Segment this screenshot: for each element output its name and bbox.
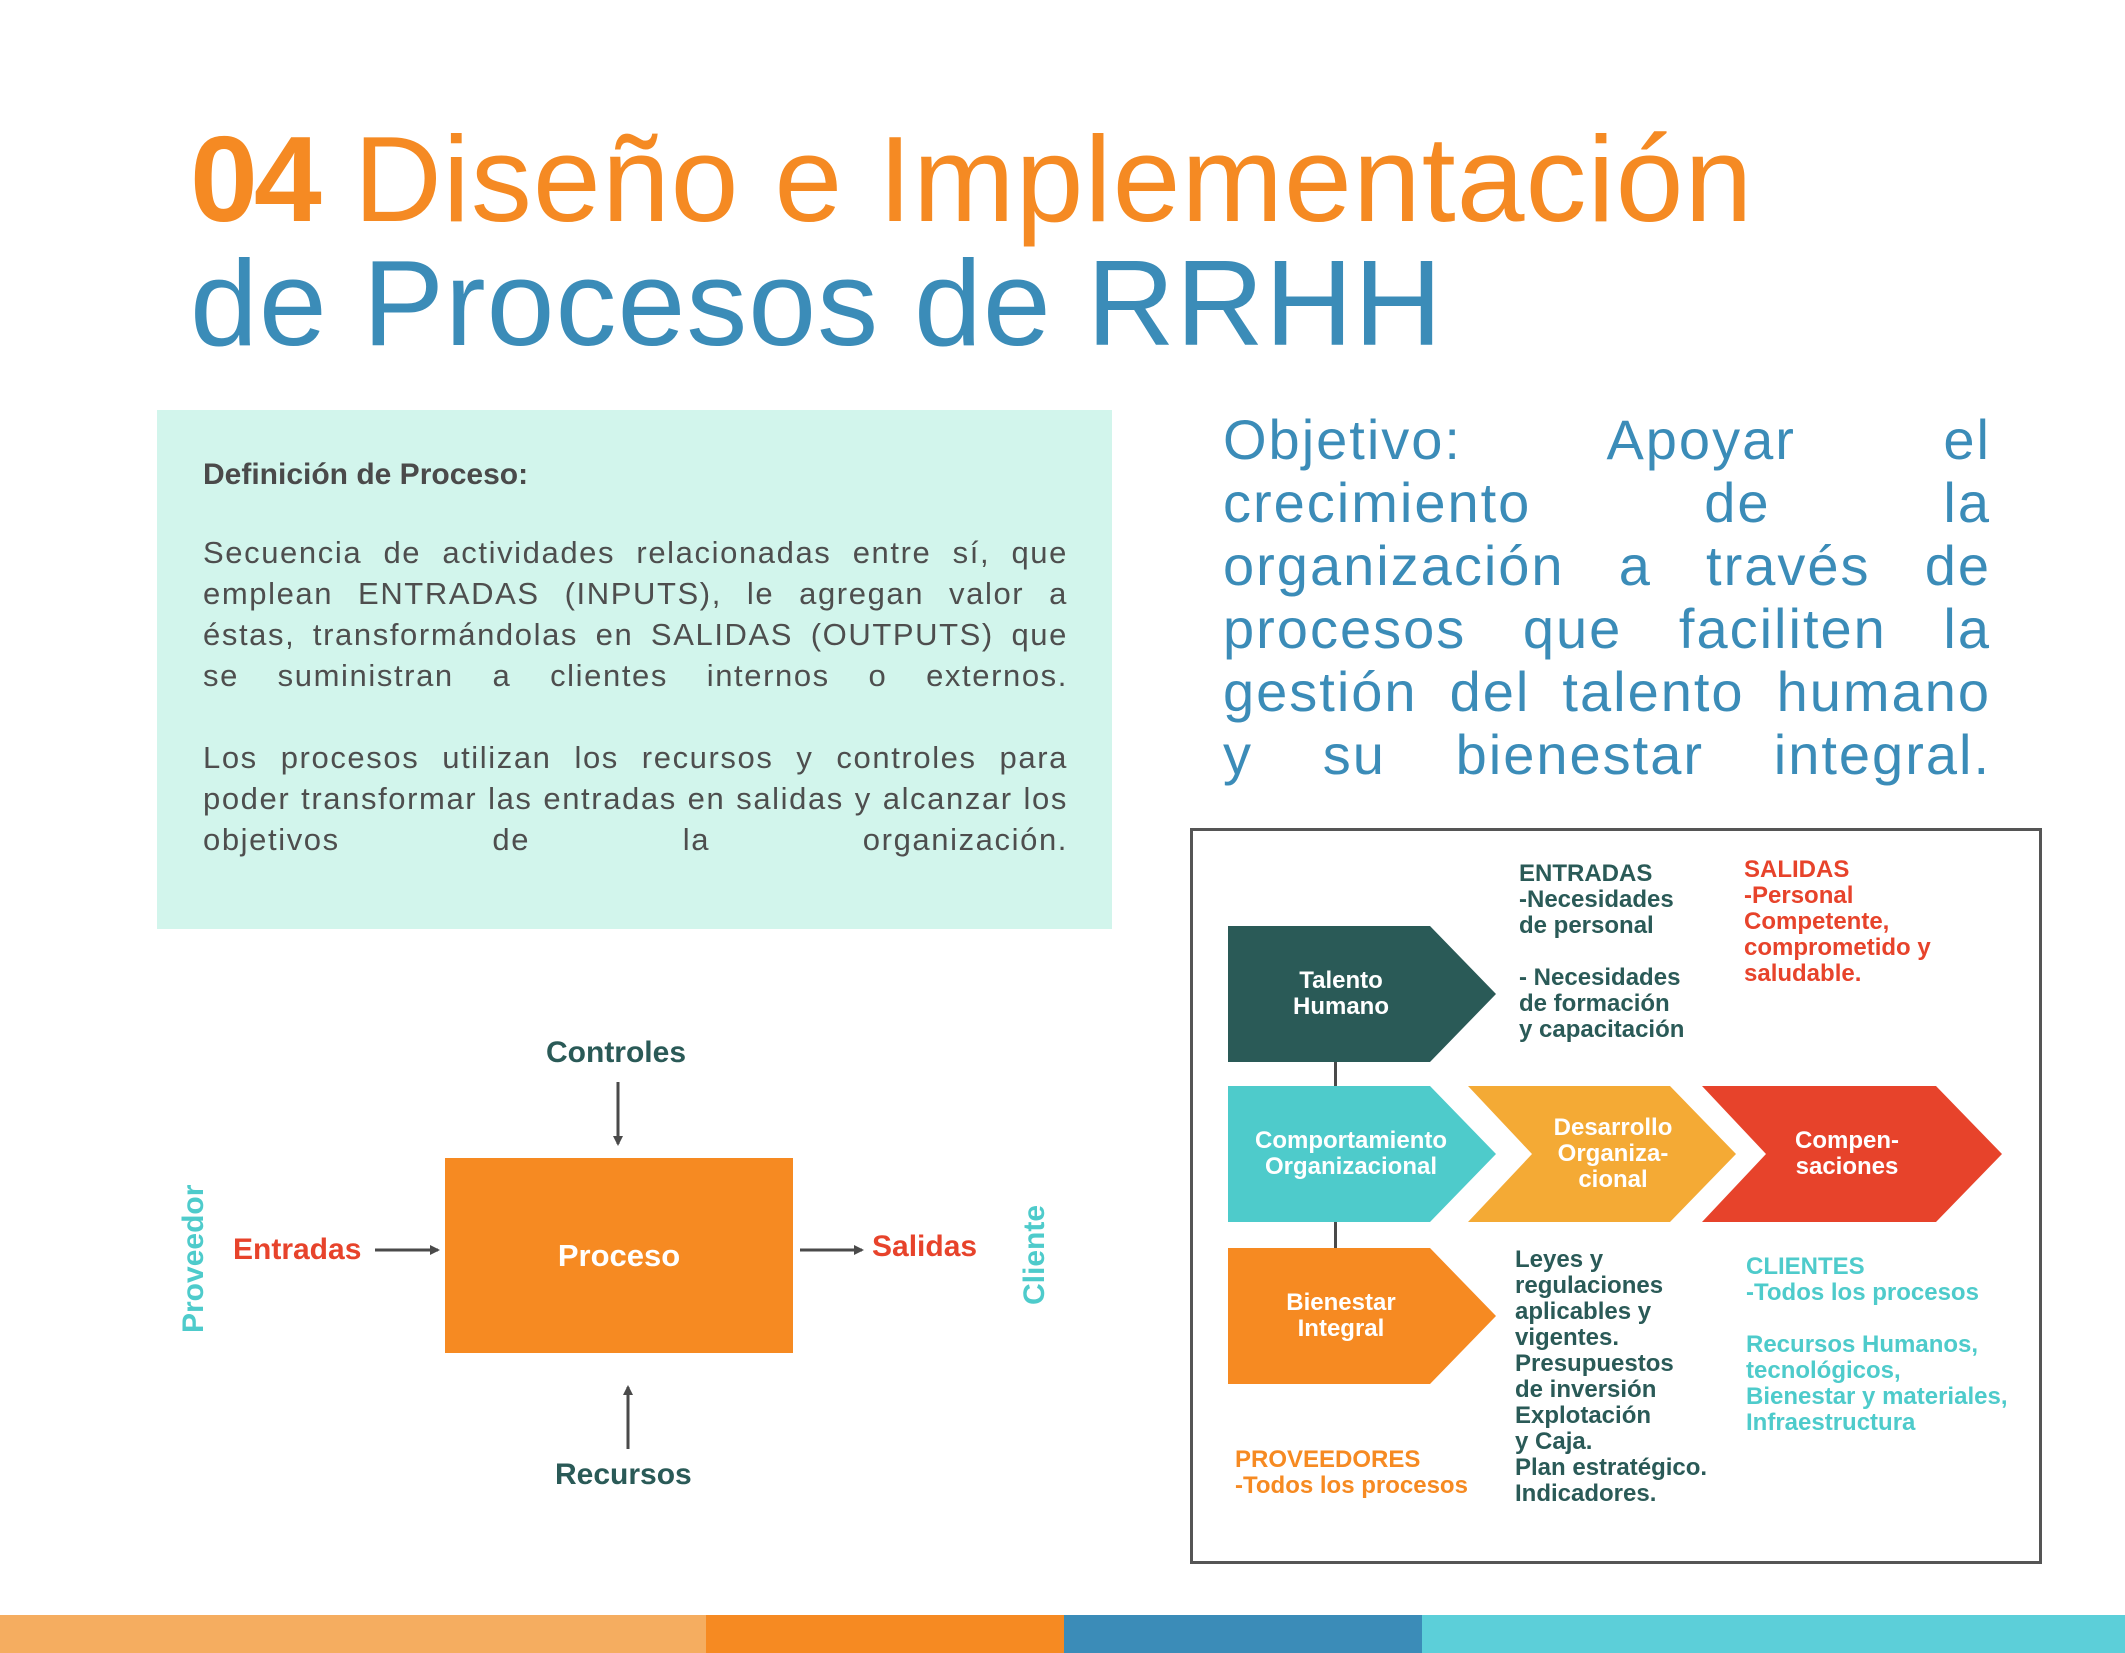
- objective-text: Objetivo: Apoyar el crecimiento de la or…: [1223, 408, 1991, 786]
- entradas-info: ENTRADAS -Necesidades de personal - Nece…: [1519, 860, 1685, 1043]
- recursos-humanos-info: Recursos Humanos, tecnológicos, Bienesta…: [1746, 1331, 2008, 1436]
- salidas-info: SALIDAS -Personal Competente, comprometi…: [1744, 856, 1931, 987]
- footer-bar-blue: [1064, 1615, 1422, 1653]
- compensaciones-label: Compen-saciones: [1795, 1127, 1899, 1180]
- proceso-box: Proceso: [445, 1158, 793, 1353]
- controles-label: Controles: [546, 1036, 687, 1069]
- chevron-talento-humano: [1228, 926, 1496, 1062]
- definition-paragraph-2: Los procesos utilizan los recursos y con…: [203, 740, 1068, 857]
- title-line-1: Diseño e Implementación: [353, 111, 1754, 247]
- footer-bar-teal: [1422, 1615, 2125, 1653]
- footer-bar-orange: [706, 1615, 1064, 1653]
- clientes-info: CLIENTES -Todos los procesos: [1746, 1253, 1979, 1306]
- chevron-bienestar: [1228, 1248, 1496, 1384]
- proveedor-label: Proveedor: [177, 1184, 210, 1333]
- title-line-2: de Procesos de RRHH: [190, 235, 1444, 371]
- definition-panel: Definición de Proceso: Secuencia de acti…: [157, 410, 1112, 929]
- definition-heading: Definición de Proceso:: [203, 458, 529, 491]
- footer-bar-light-orange: [0, 1615, 706, 1653]
- cliente-label: Cliente: [1018, 1204, 1051, 1305]
- recursos-label: Recursos: [555, 1458, 692, 1491]
- entradas-label: Entradas: [233, 1233, 362, 1266]
- salidas-label: Salidas: [872, 1230, 978, 1263]
- hr-chevrons: [1228, 926, 2002, 1384]
- chevron-compensaciones: [1702, 1086, 2002, 1222]
- recursos-list-info: Leyes y regulaciones aplicables y vigent…: [1515, 1246, 1708, 1507]
- proceso-label: Proceso: [557, 1237, 681, 1273]
- chevron-comportamiento: [1228, 1086, 1496, 1222]
- proveedores-info: PROVEEDORES -Todos los procesos: [1235, 1446, 1468, 1499]
- process-arrows: [375, 1082, 864, 1449]
- definition-paragraph-1: Secuencia de actividades relacionadas en…: [203, 535, 1068, 693]
- section-number: 04: [190, 111, 322, 247]
- chevron-desarrollo: [1468, 1086, 1736, 1222]
